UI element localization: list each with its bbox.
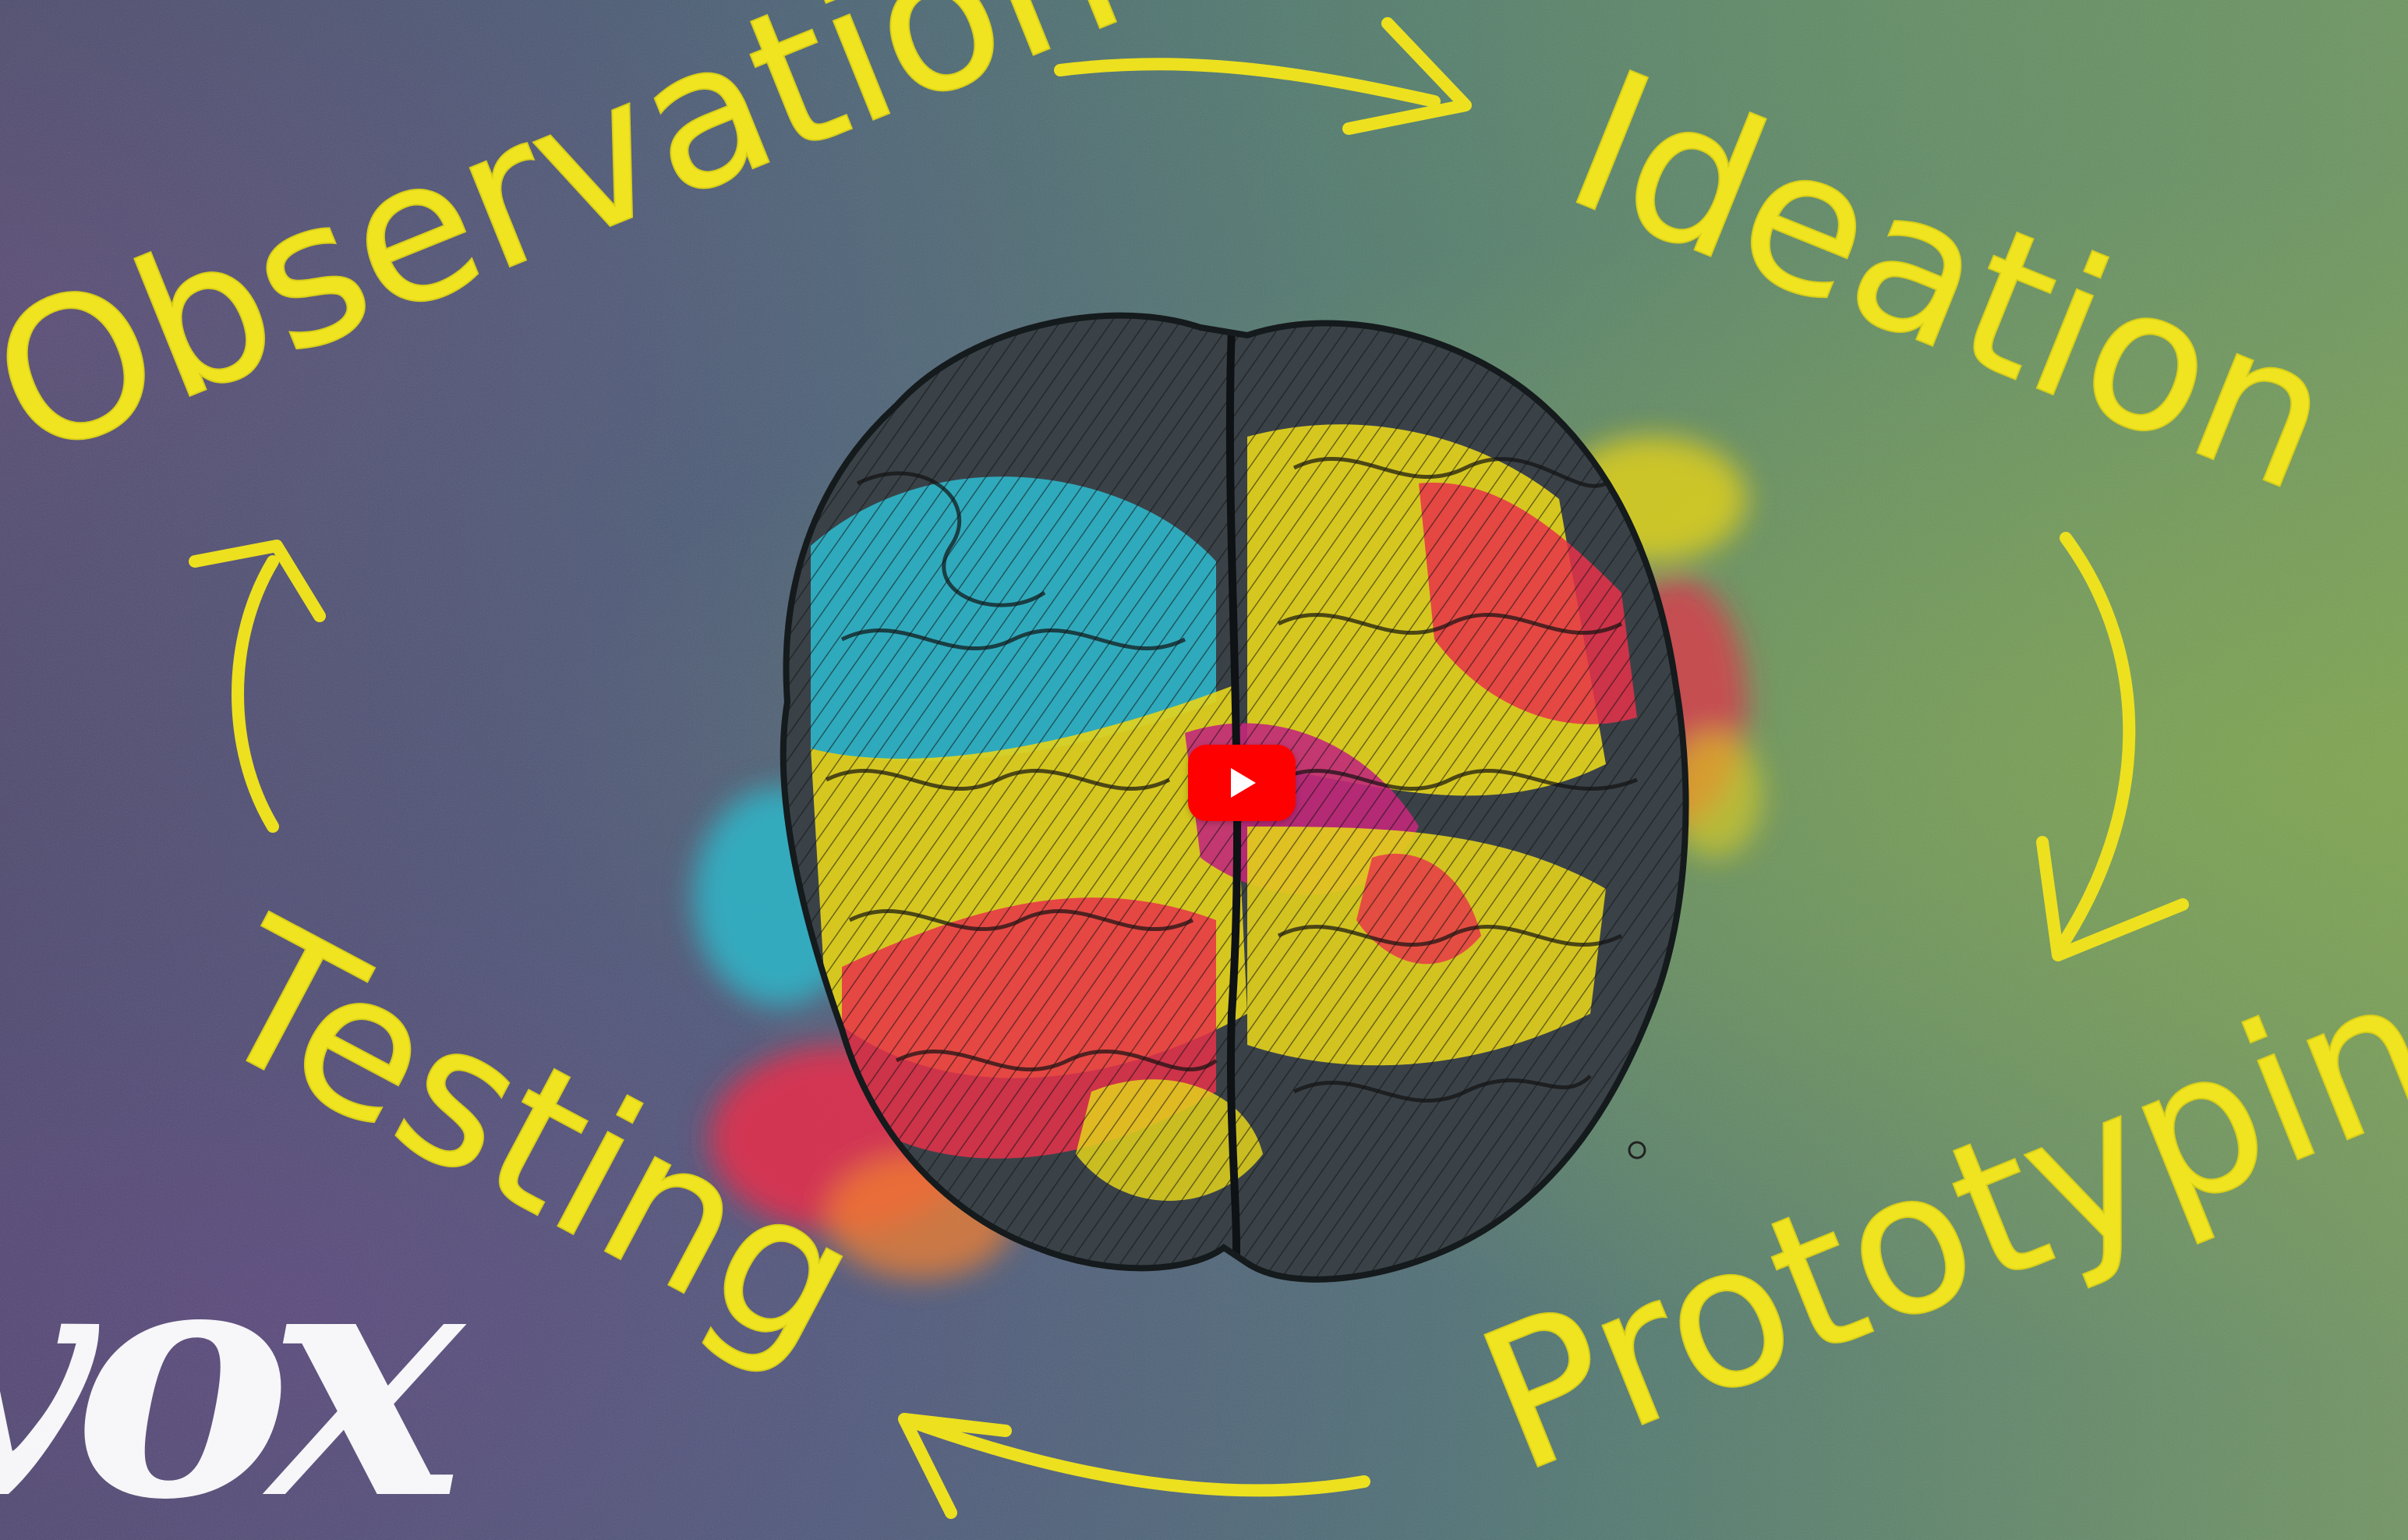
play-icon bbox=[1231, 768, 1256, 798]
cycle-arrows bbox=[189, 17, 2189, 1519]
vox-logo: vox bbox=[0, 1188, 464, 1540]
engraving-mark bbox=[1628, 1141, 1646, 1159]
brain-outline bbox=[780, 312, 1689, 1283]
play-button[interactable] bbox=[1188, 745, 1296, 821]
